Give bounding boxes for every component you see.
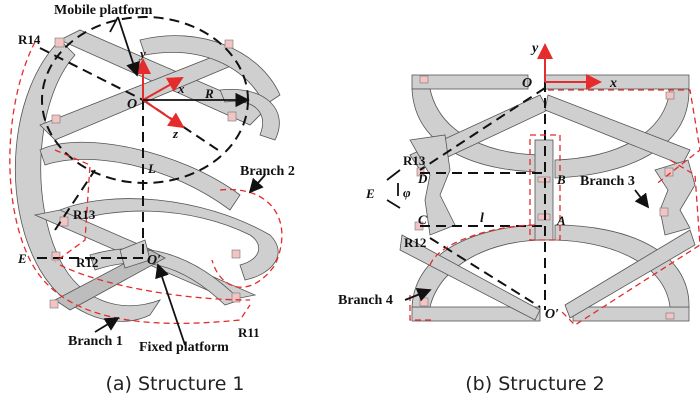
branch3-outline (559, 159, 700, 326)
label-r13: R13 (73, 207, 96, 222)
label-origin-prime: O′ (545, 307, 559, 322)
branch1-pointer (94, 317, 120, 333)
label-axis-z: z (172, 126, 179, 141)
structure1-links (14, 29, 281, 322)
structure1-joints (49, 37, 241, 309)
branch4-pointer (404, 287, 432, 302)
panel-a-structure-1: Mobile platform R14 y x R O z L Branch 2… (9, 3, 295, 395)
label-r12: R12 (404, 235, 426, 250)
joint (231, 249, 241, 259)
joint (659, 207, 669, 217)
bottom-platform-left (411, 306, 541, 322)
joint (419, 75, 429, 84)
panel-b-structure-2: y O x R13 D B Branch 3 E φ C l A R12 Bra… (338, 41, 700, 395)
top-platform-left (411, 74, 529, 90)
joint-r14 (54, 37, 65, 48)
joint (49, 299, 59, 309)
construction-line-co (429, 237, 541, 308)
label-length: l (480, 211, 484, 226)
label-r14: R14 (18, 32, 41, 47)
joint (664, 167, 674, 177)
label-radius: R (204, 86, 214, 101)
label-r11: R11 (238, 325, 260, 340)
axis-z-arrow (142, 99, 185, 129)
fixed-platform-pointer (155, 263, 186, 346)
label-length: L (147, 161, 156, 176)
structure2-links (399, 74, 696, 322)
label-origin: O (127, 97, 137, 112)
label-branch2: Branch 2 (240, 164, 295, 179)
joint (665, 91, 675, 100)
joint (51, 114, 61, 124)
label-point-c: C (418, 212, 427, 227)
joint-r11 (231, 292, 241, 303)
branch1-outline (9, 41, 251, 324)
caption-structure-1: (a) Structure 1 (105, 373, 244, 395)
mobile-platform-pointer (109, 16, 119, 33)
branch4-outline (409, 224, 536, 321)
construction-line (39, 47, 144, 101)
center-branch-outline (529, 134, 561, 241)
caption-structure-2: (b) Structure 2 (465, 373, 604, 395)
label-origin-prime: O′ (147, 253, 161, 268)
axis-x-arrow (142, 77, 184, 101)
joint (419, 297, 429, 307)
angle-phi-line (386, 199, 401, 209)
label-fixed-platform: Fixed platform (139, 340, 229, 355)
label-point-e: E (17, 251, 27, 266)
branch-outline (54, 149, 91, 263)
mobile-platform-pointer (117, 16, 140, 77)
joint-r13 (59, 216, 69, 227)
construction-line (54, 169, 96, 231)
joint (227, 111, 237, 122)
angle-phi-line (386, 169, 401, 181)
joint (665, 312, 675, 320)
label-branch3: Branch 3 (580, 174, 635, 189)
label-axis-y: y (138, 46, 146, 61)
label-axis-x: x (609, 76, 617, 91)
joint-r12 (51, 251, 61, 261)
label-mobile-platform: Mobile platform (54, 3, 153, 18)
branch2-pointer (248, 174, 266, 194)
label-point-e: E (365, 186, 375, 201)
label-angle-phi: φ (403, 185, 411, 200)
label-point-b: B (556, 172, 566, 187)
branch3-outline (548, 89, 700, 186)
label-point-a: A (556, 213, 566, 228)
label-branch4: Branch 4 (338, 293, 393, 308)
label-r12: R12 (76, 255, 98, 270)
label-branch1: Branch 1 (68, 334, 123, 349)
label-origin: O (522, 76, 532, 91)
label-r13: R13 (403, 153, 426, 168)
branch3-pointer (634, 189, 650, 209)
label-axis-x: x (177, 81, 185, 96)
label-axis-y: y (530, 41, 539, 56)
label-point-d: D (417, 171, 428, 186)
construction-line-od (419, 87, 546, 171)
joint (224, 39, 234, 49)
